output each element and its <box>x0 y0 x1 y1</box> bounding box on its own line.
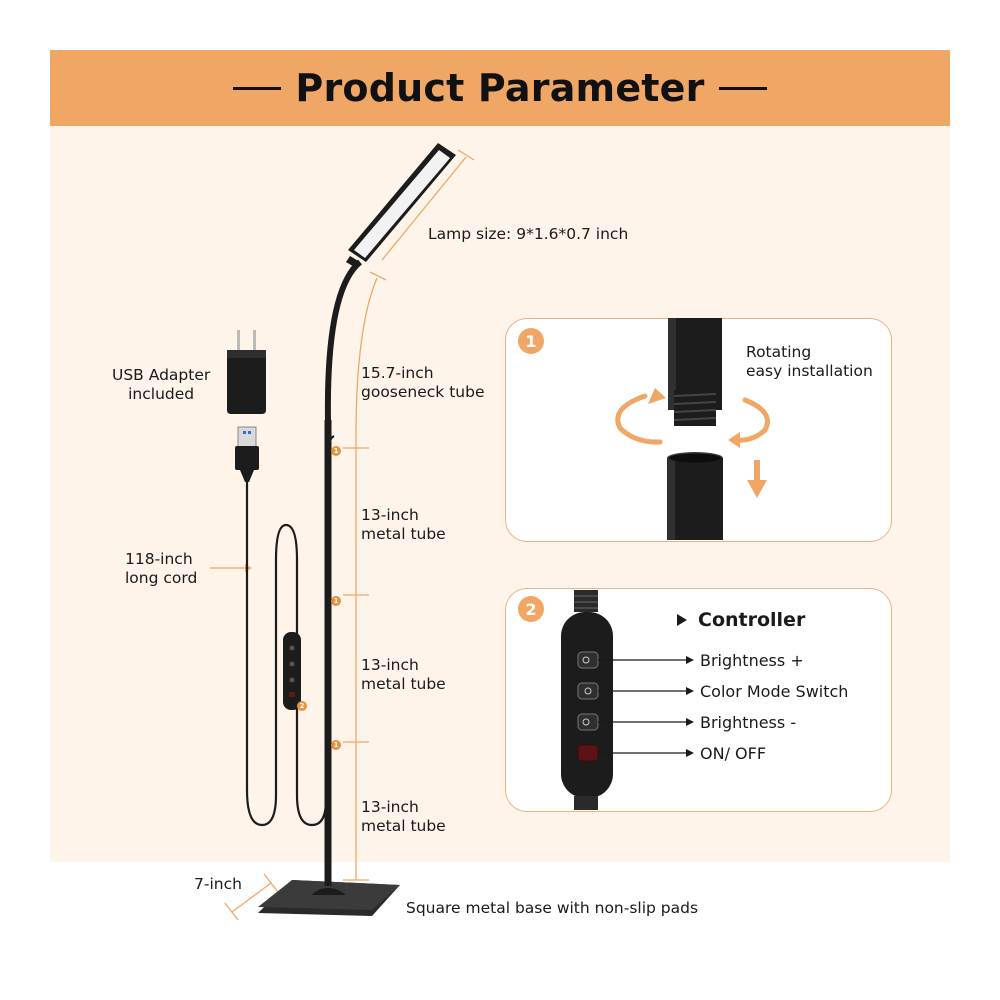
power-cord <box>245 435 335 827</box>
brightness-up-label: Brightness + <box>700 651 804 670</box>
usb-plug-icon <box>235 426 259 482</box>
rotate-arrow-icon <box>615 393 770 445</box>
brightness-down-label: Brightness - <box>700 713 797 732</box>
install-text: Rotating easy installation <box>746 343 873 380</box>
rotating-installation-illustration <box>667 318 723 540</box>
power-adapter-icon <box>227 330 266 414</box>
lamp-head <box>346 143 456 268</box>
controller-badge: 2 <box>518 596 544 622</box>
joint-marker-3: 1 <box>331 740 341 750</box>
dimension-lines <box>210 149 475 921</box>
cord-length-label: 118-inch long cord <box>125 550 198 587</box>
gooseneck-label: 15.7-inch gooseneck tube <box>361 364 485 401</box>
controller-illustration <box>561 590 613 810</box>
inline-controller <box>283 632 301 710</box>
metal-tube-label-1: 13-inch metal tube <box>361 506 446 543</box>
lamp-size-label: Lamp size: 9*1.6*0.7 inch <box>428 225 629 243</box>
base-width-label: 7-inch <box>194 875 242 893</box>
metal-tube-label-2: 13-inch metal tube <box>361 656 446 693</box>
header-rule-left <box>233 86 282 90</box>
install-badge: 1 <box>518 328 544 354</box>
joint-marker-1: 1 <box>331 446 341 456</box>
down-arrow-icon <box>747 460 767 498</box>
color-mode-label: Color Mode Switch <box>700 682 849 701</box>
joint-marker-2: 1 <box>331 596 341 606</box>
usb-adapter-label: USB Adapter included <box>112 366 211 403</box>
gooseneck-tube <box>324 259 363 423</box>
play-triangle-icon <box>677 614 687 626</box>
metal-tube-label-3: 13-inch metal tube <box>361 798 446 835</box>
controller-callouts <box>598 659 686 754</box>
base-description: Square metal base with non-slip pads <box>406 899 699 917</box>
controller-title: Controller <box>698 609 806 631</box>
power-label: ON/ OFF <box>700 744 767 763</box>
header-banner: Product Parameter <box>50 50 950 126</box>
controller-marker: 2 <box>297 701 307 711</box>
header-rule-right <box>718 86 767 90</box>
page-title: Product Parameter <box>295 66 705 110</box>
